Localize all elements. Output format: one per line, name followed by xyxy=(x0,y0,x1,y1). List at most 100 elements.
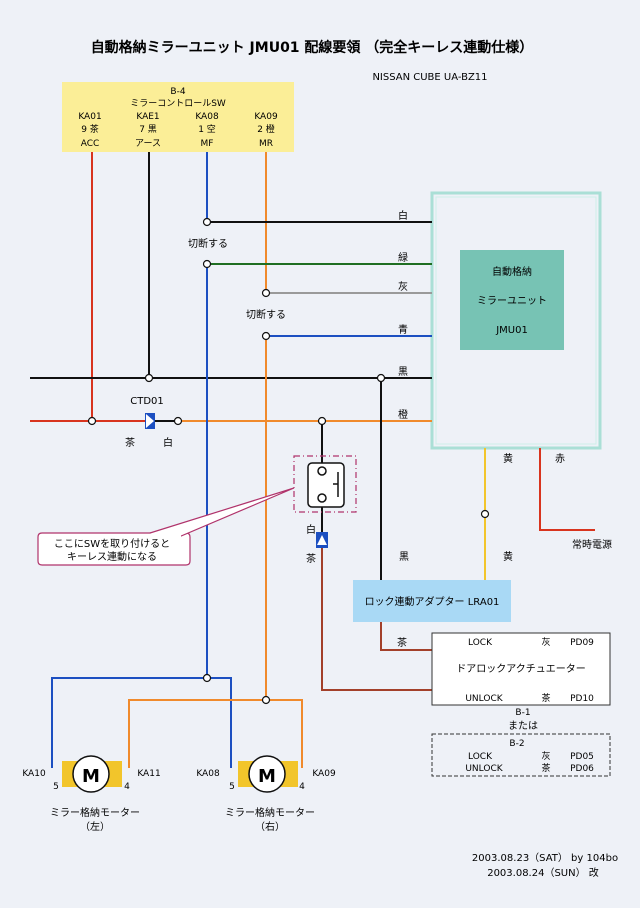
adapter-brown-wire xyxy=(380,622,432,651)
junction-dot xyxy=(317,416,327,426)
pin-function: アース xyxy=(135,139,161,149)
junctions xyxy=(87,217,490,705)
vehicle-subtitle: NISSAN CUBE UA-BZ11 xyxy=(372,72,487,83)
adapter-black-label: 黒 xyxy=(399,551,409,563)
callout-line1: ここにSWを取り付けると xyxy=(54,537,170,550)
junction-dot xyxy=(144,373,154,383)
junction-dot xyxy=(376,373,386,383)
pin-number: 9 茶 xyxy=(81,123,99,135)
motor-left-side: （左） xyxy=(80,820,110,833)
unit-red-label: 赤 xyxy=(555,453,565,465)
motor-right-side: （右） xyxy=(255,820,285,833)
mirror-unit-line1: 自動格納 xyxy=(492,265,532,278)
cut-label-blue: 切断する xyxy=(246,308,286,321)
motor-right xyxy=(238,755,298,793)
alt-b1: B-1 xyxy=(515,708,530,718)
pin-code: KA01 xyxy=(78,112,101,122)
pin-function: MF xyxy=(201,139,214,149)
junction-dot xyxy=(480,509,490,519)
motor-left-circle xyxy=(72,755,110,793)
adapter-brown-label: 茶 xyxy=(397,636,407,649)
alt-connector-box xyxy=(431,733,611,777)
junction-dot xyxy=(261,288,271,298)
pin-number: 1 空 xyxy=(198,123,216,135)
left-motor-orange-wire xyxy=(128,699,266,768)
pin-code: KAE1 xyxy=(136,112,159,122)
connector-b4-pins: KA01 9 茶 ACC KAE1 7 黒 アース KA08 1 空 MF KA… xyxy=(78,112,278,149)
connector-b4-label: ミラーコントロールSW xyxy=(130,98,226,109)
motor-left xyxy=(62,755,122,793)
motor-right-circle xyxy=(248,755,286,793)
pin-code: KA08 xyxy=(195,112,219,122)
motor-right-code-r: KA09 xyxy=(312,769,336,779)
diode2-brown-label: 茶 xyxy=(306,552,316,565)
cut-label-green: 切断する xyxy=(188,237,228,250)
footer-date1: 2003.08.23（SAT） by 104bo xyxy=(472,852,618,864)
motor-left-code-l: KA10 xyxy=(22,769,46,779)
footer-date2: 2003.08.24（SUN） 改 xyxy=(487,866,599,879)
lock-adapter-box xyxy=(353,580,511,622)
motor-left-symbol: M xyxy=(82,766,100,787)
diode2-triangle xyxy=(317,535,327,545)
switch-contact-top xyxy=(317,466,327,476)
right-motor-orange-wire xyxy=(266,699,303,768)
mirror-unit-frame xyxy=(430,191,602,450)
diagram-title: 自動格納ミラーユニット JMU01 配線要領 （完全キーレス連動仕様） xyxy=(91,39,534,56)
connector-b4-name: B-4 xyxy=(170,87,185,97)
motor-left-pin-l: 5 xyxy=(53,782,59,792)
diode-white-label: 白 xyxy=(163,436,173,449)
unit-yellow-label: 黄 xyxy=(503,452,513,465)
actuator-unlock-pin: PD10 xyxy=(570,694,594,704)
pin-number: 2 橙 xyxy=(257,123,275,135)
right-motor-blue-wire xyxy=(207,677,232,768)
pin-function: MR xyxy=(259,139,273,149)
motor-right-pin-l: 5 xyxy=(229,782,235,792)
junction-dot xyxy=(261,695,271,705)
junction-dot xyxy=(202,217,212,227)
motor-right-symbol: M xyxy=(258,766,276,787)
alt-lock: LOCK xyxy=(468,752,493,762)
adapter-yellow-label: 黄 xyxy=(503,550,513,563)
motor-right-label: ミラー格納モーター xyxy=(225,806,315,819)
mirror-unit-frame-inner xyxy=(435,196,597,445)
wire-label-gray: 灰 xyxy=(398,280,408,293)
actuator-unlock-color: 茶 xyxy=(541,692,550,704)
switch-body xyxy=(307,462,345,508)
actuator-unlock: UNLOCK xyxy=(465,694,503,704)
junction-dot xyxy=(261,331,271,341)
motor-right-pin-r: 4 xyxy=(299,782,305,792)
diode-triangle xyxy=(146,414,154,428)
alt-or: または xyxy=(508,720,538,732)
alt-unlock-color: 茶 xyxy=(541,762,550,774)
actuator-title: ドアロックアクチュエーター xyxy=(456,663,586,675)
mirror-unit-box xyxy=(460,250,564,350)
actuator-lock-pin: PD09 xyxy=(570,638,594,648)
wire-label-black: 黒 xyxy=(398,366,408,378)
switch xyxy=(307,462,345,508)
connector-b4-box xyxy=(62,82,294,152)
diode-switch xyxy=(316,532,328,548)
wire-label-blue: 青 xyxy=(398,323,408,336)
motor-left-label: ミラー格納モーター xyxy=(50,806,140,819)
pin-code: KA09 xyxy=(254,112,278,122)
alt-b2: B-2 xyxy=(509,739,524,749)
actuator-lock-color: 灰 xyxy=(541,636,550,648)
pin-number: 7 黒 xyxy=(139,124,157,135)
actuator-lock: LOCK xyxy=(468,638,493,648)
junction-dot xyxy=(87,416,97,426)
alt-unlock-pin: PD06 xyxy=(570,764,594,774)
callout-pointer xyxy=(149,487,295,546)
alt-lock-color: 灰 xyxy=(541,750,550,762)
switch-highlight-box xyxy=(293,455,357,513)
diode-ctd01-label: CTD01 xyxy=(130,396,164,407)
alt-lock-pin: PD05 xyxy=(570,752,594,762)
mirror-unit-line2: ミラーユニット xyxy=(477,295,547,307)
lock-adapter-label: ロック連動アダプター LRA01 xyxy=(365,595,500,608)
mirror-unit-line3: JMU01 xyxy=(495,325,528,336)
pin-function: ACC xyxy=(81,139,100,149)
actuator-box xyxy=(431,632,611,706)
diode2-white-label: 白 xyxy=(306,523,316,536)
motor-left-code-r: KA11 xyxy=(137,769,160,779)
